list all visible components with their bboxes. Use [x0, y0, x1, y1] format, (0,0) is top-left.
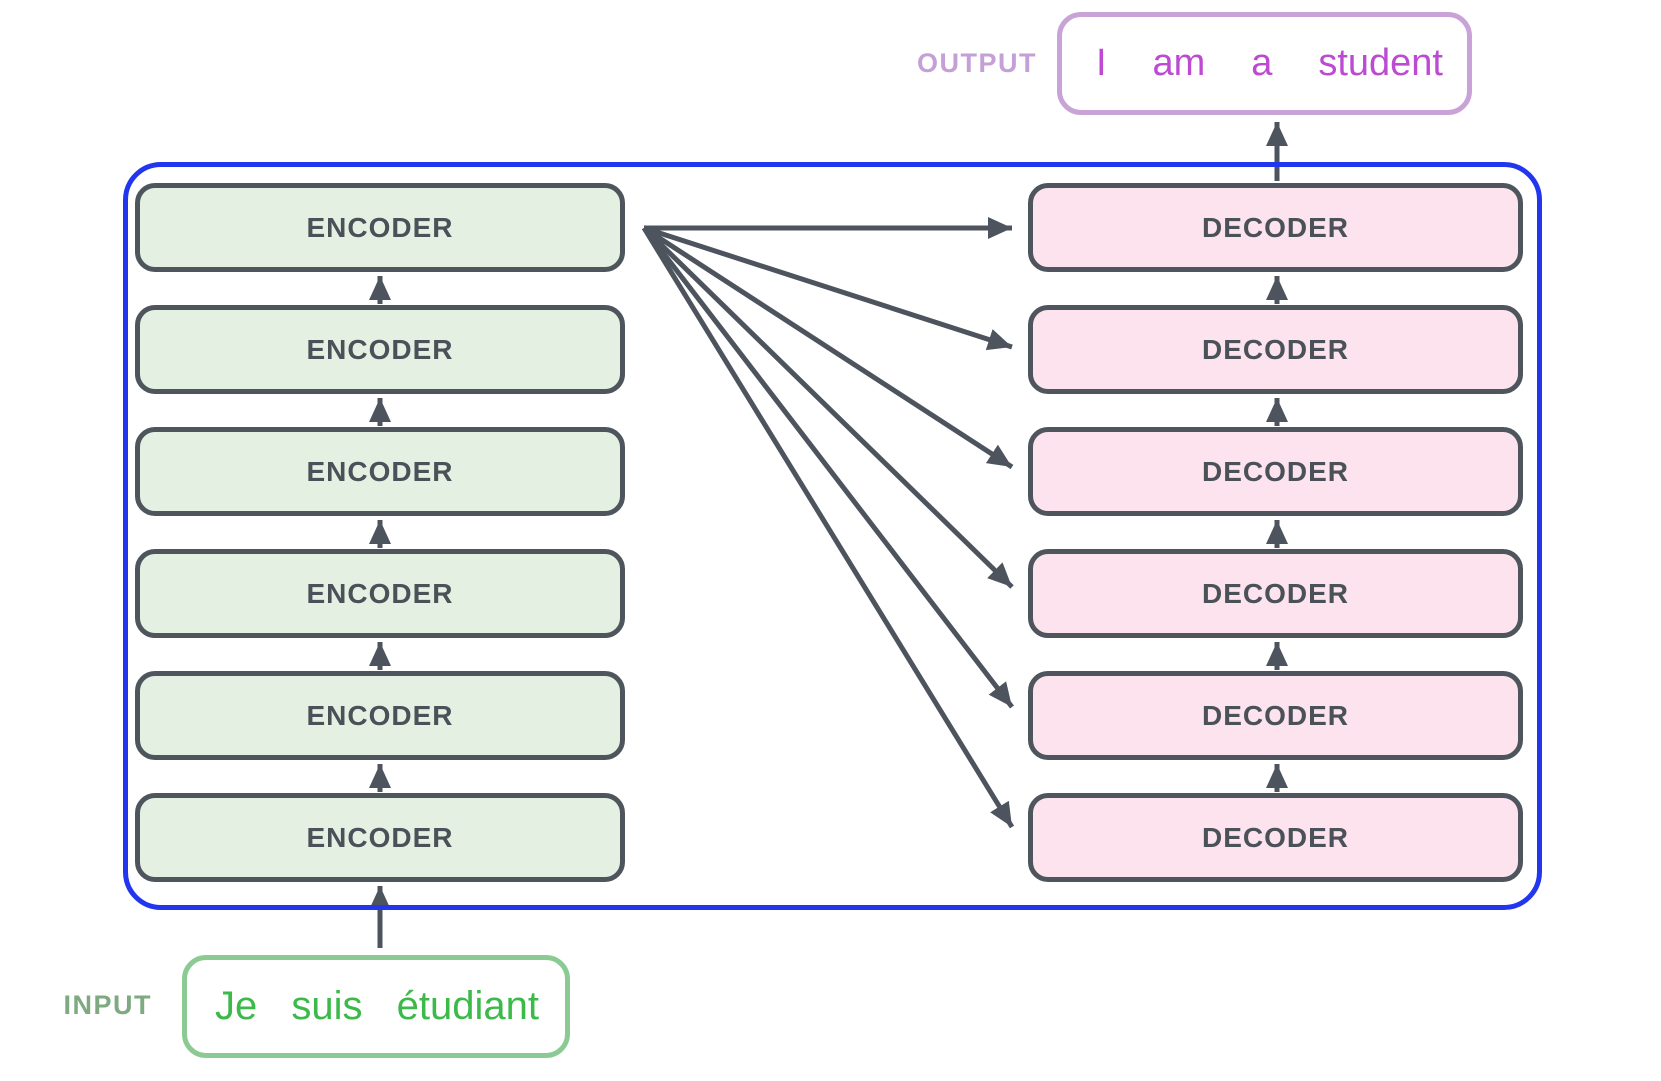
arrow-encoder-to-decoder-6	[641, 226, 1015, 829]
input-sentence-box: Je suis étudiant	[182, 955, 570, 1058]
encoder-box-3: ENCODER	[135, 549, 625, 638]
input-word: Je	[215, 984, 258, 1028]
arrow-encoder-to-decoder-2	[643, 225, 1013, 351]
output-sentence-box: I am a student	[1057, 12, 1472, 115]
output-word: student	[1318, 42, 1443, 84]
input-word: étudiant	[396, 984, 539, 1028]
decoder-box-5: DECODER	[1028, 305, 1523, 394]
output-word: am	[1152, 42, 1206, 84]
arrow-encoder-to-decoder-4	[642, 226, 1014, 589]
output-word: a	[1251, 42, 1273, 84]
decoder-box-4: DECODER	[1028, 427, 1523, 516]
decoder-box-1: DECODER	[1028, 793, 1523, 882]
decoder-box-2: DECODER	[1028, 671, 1523, 760]
arrow-encoder-to-decoder-5	[642, 226, 1014, 709]
decoder-box-6: DECODER	[1028, 183, 1523, 272]
input-label: INPUT	[63, 990, 152, 1020]
output-label: OUTPUT	[917, 48, 1037, 78]
encoder-box-4: ENCODER	[135, 427, 625, 516]
arrow-encoder-to-decoder-3	[642, 225, 1014, 470]
encoder-box-6: ENCODER	[135, 183, 625, 272]
input-word: suis	[291, 984, 363, 1028]
encoder-box-1: ENCODER	[135, 793, 625, 882]
encoder-box-5: ENCODER	[135, 305, 625, 394]
output-word: I	[1096, 42, 1107, 84]
decoder-box-3: DECODER	[1028, 549, 1523, 638]
encoder-box-2: ENCODER	[135, 671, 625, 760]
